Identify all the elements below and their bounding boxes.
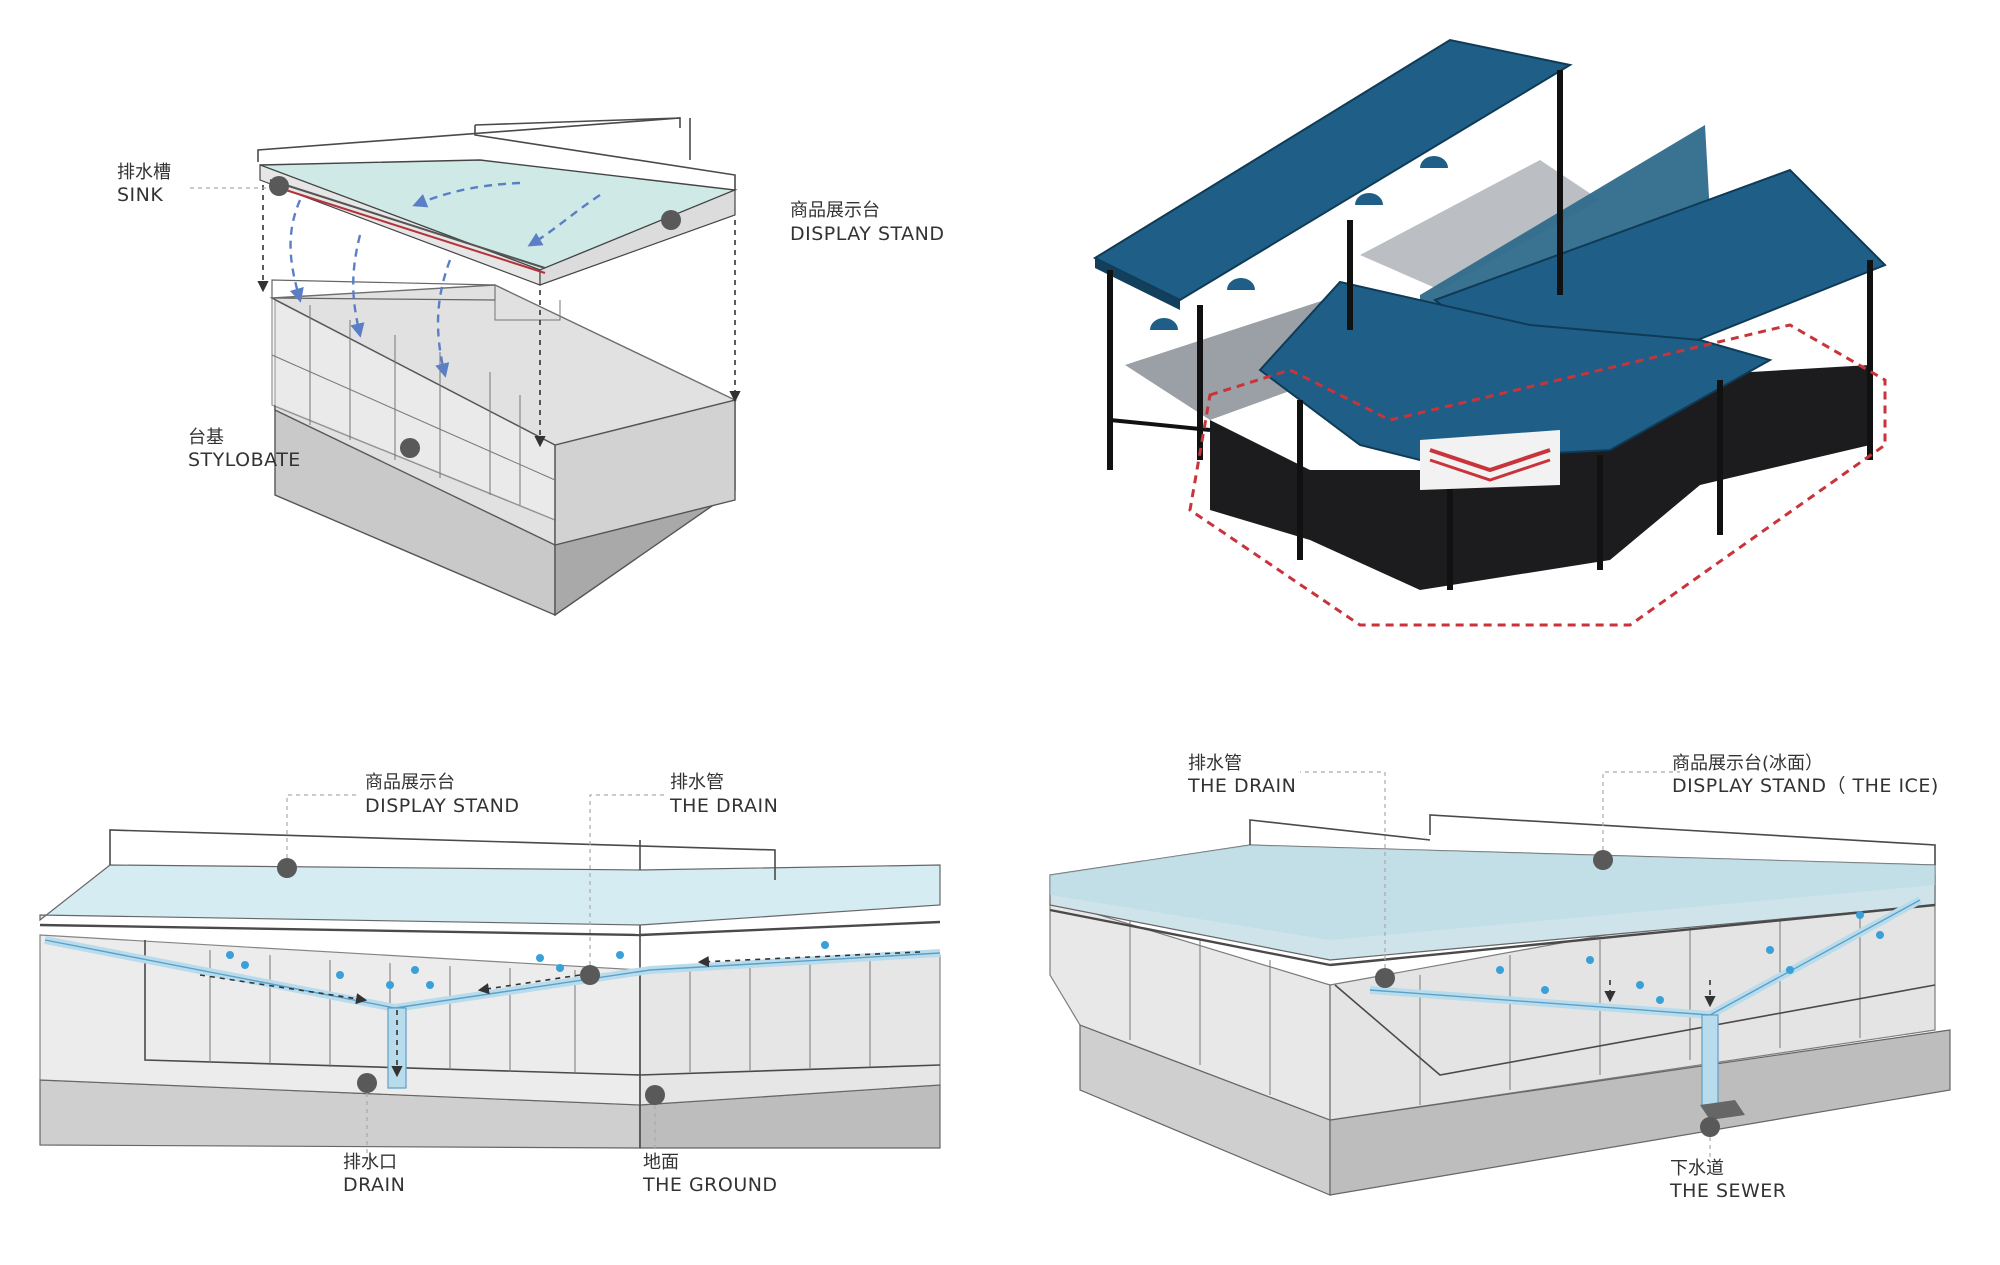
display-stand-marker: [277, 858, 297, 878]
the-sewer-label-en: THE SEWER: [1669, 1180, 1787, 1202]
display-stand-label-en: DISPLAY STAND: [790, 223, 944, 245]
panel-counter-drain: 商品展示台 DISPLAY STAND 排水管 THE DRAIN 排水口 DR…: [39, 772, 941, 1196]
display-stand-ice-marker: [1593, 850, 1613, 870]
display-stand-ice-label-zh: 商品展示台(冰面）: [1672, 753, 1823, 774]
drainage-zone-outline: [1188, 323, 1887, 627]
sewer-grate: [1700, 1100, 1745, 1120]
display-stand-ice-label-en: DISPLAY STAND（ THE ICE): [1672, 775, 1939, 797]
drain-outlet-label-en: DRAIN: [343, 1174, 405, 1196]
sewer-down-pipe: [1701, 1014, 1719, 1106]
the-drain-label-en: THE DRAIN: [1187, 775, 1296, 797]
ground-marker: [645, 1085, 665, 1105]
the-drain-label-zh: 排水管: [670, 772, 724, 793]
panel-exploded-counter: 排水槽 SINK 商品展示台 DISPLAY STAND 台基 STYLOBAT…: [117, 117, 944, 617]
the-ground-label-en: THE GROUND: [642, 1174, 778, 1196]
stylobate-label-en: STYLOBATE: [188, 449, 301, 471]
drain-outlet-label-zh: 排水口: [343, 1152, 397, 1173]
display-stand-marker: [661, 210, 681, 230]
sink-marker: [269, 176, 289, 196]
the-ground-label-zh: 地面: [643, 1152, 679, 1173]
stylobate-label-zh: 台基: [188, 427, 224, 448]
panel-ice-sewer: 排水管 THE DRAIN 商品展示台(冰面） DISPLAY STAND（ T…: [1049, 753, 1951, 1202]
the-drain-label-zh: 排水管: [1188, 753, 1242, 774]
the-drain-label-en: THE DRAIN: [669, 795, 778, 817]
sink-label-en: SINK: [117, 184, 163, 206]
drain-outlet-marker: [357, 1073, 377, 1093]
pendant-lamp: [1420, 156, 1448, 168]
display-stand-label-zh: 商品展示台: [365, 772, 455, 793]
the-sewer-label-zh: 下水道: [1670, 1158, 1724, 1179]
drain-marker: [580, 965, 600, 985]
display-stand-top: [257, 117, 738, 286]
pendant-lamp: [1227, 278, 1255, 290]
display-stand-label-zh: 商品展示台: [790, 200, 880, 221]
stylobate-marker: [400, 438, 420, 458]
water-drops: [226, 941, 829, 989]
water-drops: [1496, 911, 1884, 1004]
sink-label-zh: 排水槽: [117, 162, 171, 183]
stylobate-block: [269, 279, 738, 617]
roof-front: [1258, 280, 1773, 462]
pendant-lamp: [1355, 193, 1383, 205]
display-stand-label-en: DISPLAY STAND: [365, 795, 519, 817]
panel-market-stall: [1092, 38, 1887, 627]
sewer-marker: [1700, 1117, 1720, 1137]
pendant-lamp: [1150, 318, 1178, 330]
drain-marker: [1375, 968, 1395, 988]
